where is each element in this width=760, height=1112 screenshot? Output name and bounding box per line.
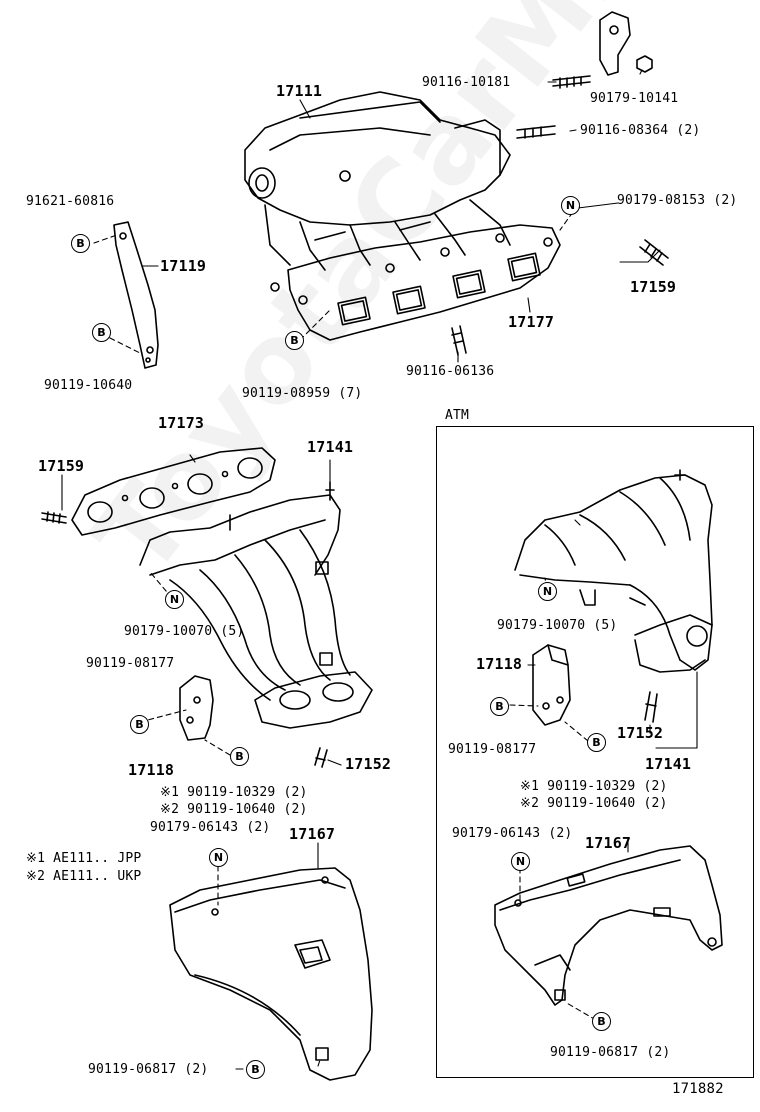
symbol-n-10070-atm: N	[538, 582, 557, 601]
label-90119-08177-atm: 90119-08177	[448, 742, 537, 757]
label-17152-atm: 17152	[617, 724, 664, 742]
label-90179-08153: 90179-08153 (2)	[617, 193, 738, 208]
label-90116-06136: 90116-06136	[406, 364, 495, 379]
label-90116-10181: 90116-10181	[422, 75, 511, 90]
label-17118-left: 17118	[128, 761, 175, 779]
heat-insulator-atm-drawing	[494, 845, 723, 1006]
symbol-b-10640-top: B	[92, 323, 111, 342]
label-17111: 17111	[276, 82, 323, 100]
note-ae111-ukp: ※2 AE111.. UKP	[26, 869, 142, 884]
label-17167-atm: 17167	[585, 834, 632, 852]
leader-lines	[61, 69, 698, 1070]
label-17141-left: 17141	[307, 438, 354, 456]
symbol-n-08153: N	[561, 196, 580, 215]
label-90179-10070-left: 90179-10070 (5)	[124, 624, 245, 639]
label-17152-left: 17152	[345, 755, 392, 773]
label-90119-06817-atm: 90119-06817 (2)	[550, 1045, 671, 1060]
label-17173: 17173	[158, 414, 205, 432]
symbol-b-06817-atm: B	[592, 1012, 611, 1031]
label-atm: ATM	[445, 408, 470, 423]
label-17167-left: 17167	[289, 825, 336, 843]
intake-top-hardware	[451, 11, 669, 356]
symbol-b-10329-atm: B	[587, 733, 606, 752]
label-90179-10141: 90179-10141	[590, 91, 679, 106]
label-17159-mid: 17159	[38, 457, 85, 475]
symbol-b-10329-left: B	[230, 747, 249, 766]
symbol-b-08177-atm: B	[490, 697, 509, 716]
label-17141-atm: 17141	[645, 755, 692, 773]
label-90119-10640-left: ※2 90119-10640 (2)	[160, 802, 308, 817]
bracket-left-drawing	[179, 675, 214, 741]
symbol-b-06817-left: B	[246, 1060, 265, 1079]
atm-frame	[436, 426, 754, 1078]
symbol-n-10070-left: N	[165, 590, 184, 609]
label-17159-top: 17159	[630, 278, 677, 296]
stud-17152-atm	[644, 691, 658, 723]
exhaust-gasket-drawing	[41, 447, 276, 536]
manifold-stay-drawing	[113, 221, 159, 369]
symbol-b-60816: B	[71, 234, 90, 253]
label-90119-10329-left: ※1 90119-10329 (2)	[160, 785, 308, 800]
label-91621-60816: 91621-60816	[26, 194, 115, 209]
label-90119-08959: 90119-08959 (7)	[242, 386, 363, 401]
label-90119-10329-atm: ※1 90119-10329 (2)	[520, 779, 668, 794]
heat-insulator-left-drawing	[169, 867, 373, 1081]
label-90116-08364: 90116-08364 (2)	[580, 123, 701, 138]
stud-17152-left	[314, 747, 328, 768]
label-90179-06143-atm: 90179-06143 (2)	[452, 826, 573, 841]
diagram-id: 171882	[672, 1081, 724, 1097]
label-90119-10640-atm: ※2 90119-10640 (2)	[520, 796, 668, 811]
label-90179-06143-left: 90179-06143 (2)	[150, 820, 271, 835]
symbol-b-08959: B	[285, 331, 304, 350]
symbol-n-06143-atm: N	[511, 852, 530, 871]
label-17118-atm: 17118	[476, 655, 523, 673]
intake-manifold-drawing	[244, 91, 561, 341]
label-17119: 17119	[160, 257, 207, 275]
symbol-n-06143-left: N	[209, 848, 228, 867]
label-90119-10640-top: 90119-10640	[44, 378, 133, 393]
exhaust-manifold-atm-drawing	[514, 469, 713, 673]
exhaust-manifold-left-drawing	[139, 481, 373, 729]
label-90179-10070-atm: 90179-10070 (5)	[497, 618, 618, 633]
note-ae111-jpp: ※1 AE111.. JPP	[26, 851, 142, 866]
label-90119-06817-left: 90119-06817 (2)	[88, 1062, 209, 1077]
label-90119-08177-left: 90119-08177	[86, 656, 175, 671]
symbol-b-08177-left: B	[130, 715, 149, 734]
bracket-atm-drawing	[532, 644, 571, 726]
label-17177: 17177	[508, 313, 555, 331]
